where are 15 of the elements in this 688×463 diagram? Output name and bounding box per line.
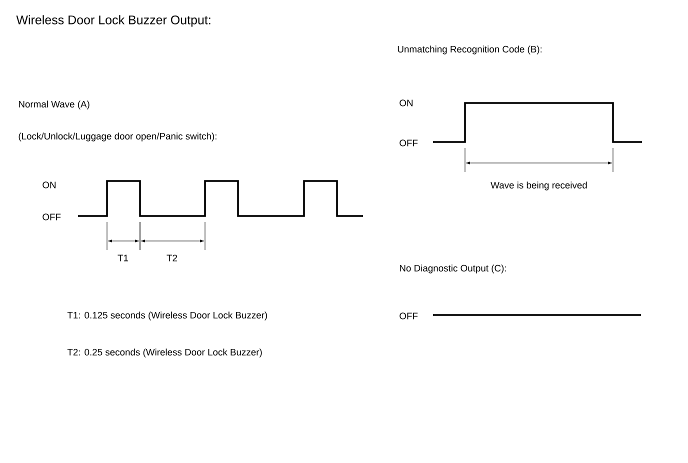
signal-level-label: ON bbox=[400, 100, 413, 106]
signal-level-label: OFF bbox=[400, 312, 418, 320]
dimension-label: T1 bbox=[118, 254, 128, 262]
section-heading: Normal Wave (A) bbox=[18, 100, 90, 110]
signal-level-label: OFF bbox=[400, 140, 418, 146]
section-subheading: (Lock/Unlock/Luggage door open/Panic switch): bbox=[18, 132, 216, 142]
dimension-label: Wave is being received bbox=[490, 182, 587, 190]
section-heading: Unmatching Recognition Code (B): bbox=[398, 46, 542, 54]
signal-level-label: ON bbox=[42, 182, 56, 188]
note-text: T2: 0.25 seconds (Wireless Door Lock Buzzer) bbox=[67, 348, 262, 358]
dimension-label: T2 bbox=[166, 254, 178, 262]
section-heading: No Diagnostic Output (C): bbox=[400, 264, 506, 274]
title: Wireless Door Lock Buzzer Output: bbox=[16, 15, 210, 27]
note-text: T1: 0.125 seconds (Wireless Door Lock Buzzer) bbox=[67, 312, 268, 320]
signal-level-label: OFF bbox=[42, 214, 61, 220]
